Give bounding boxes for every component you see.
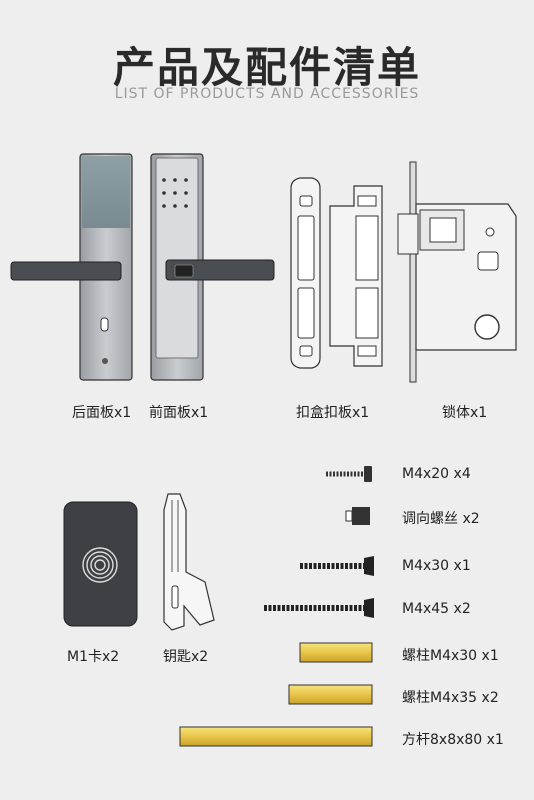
fingerprint-card-icon bbox=[63, 501, 138, 627]
stud-m4x35-icon bbox=[288, 684, 373, 705]
screw-m4x45-icon bbox=[264, 598, 374, 618]
adjust-screw-icon bbox=[345, 507, 370, 525]
front-panel-label: 前面板x1 bbox=[149, 405, 209, 421]
stud-m4x30-icon bbox=[299, 642, 373, 663]
lock-body-icon bbox=[397, 161, 517, 383]
rear-panel-label: 后面板x1 bbox=[72, 405, 132, 421]
accessory-label-m4x20: M4x20 x4 bbox=[402, 466, 471, 482]
accessory-label-adjust-screw: 调向螺丝 x2 bbox=[402, 511, 480, 527]
square-rod-icon bbox=[179, 726, 373, 747]
page-title: 产品及配件清单 bbox=[112, 43, 421, 92]
lock-body-label: 锁体x1 bbox=[442, 405, 488, 421]
strike-box-icon bbox=[290, 177, 383, 369]
accessory-label-stud-m4x35: 螺柱M4x35 x2 bbox=[402, 690, 499, 706]
screw-m4x30-icon bbox=[300, 556, 374, 576]
accessory-label-m4x45: M4x45 x2 bbox=[402, 601, 471, 617]
accessory-label-stud-m4x30: 螺柱M4x30 x1 bbox=[402, 648, 499, 664]
key-icon bbox=[163, 493, 215, 631]
short-screw-icon bbox=[326, 466, 372, 482]
page-subtitle: LIST OF PRODUCTS AND ACCESSORIES bbox=[114, 86, 420, 102]
strike-box-label: 扣盒扣板x1 bbox=[296, 405, 370, 421]
card-label: M1卡x2 bbox=[67, 649, 120, 665]
accessory-label-m4x30: M4x30 x1 bbox=[402, 558, 471, 574]
key-label: 钥匙x2 bbox=[163, 649, 209, 665]
accessory-label-square-rod: 方杆8x8x80 x1 bbox=[402, 732, 504, 748]
rear-panel-icon bbox=[10, 153, 133, 381]
front-panel-icon bbox=[150, 153, 275, 381]
